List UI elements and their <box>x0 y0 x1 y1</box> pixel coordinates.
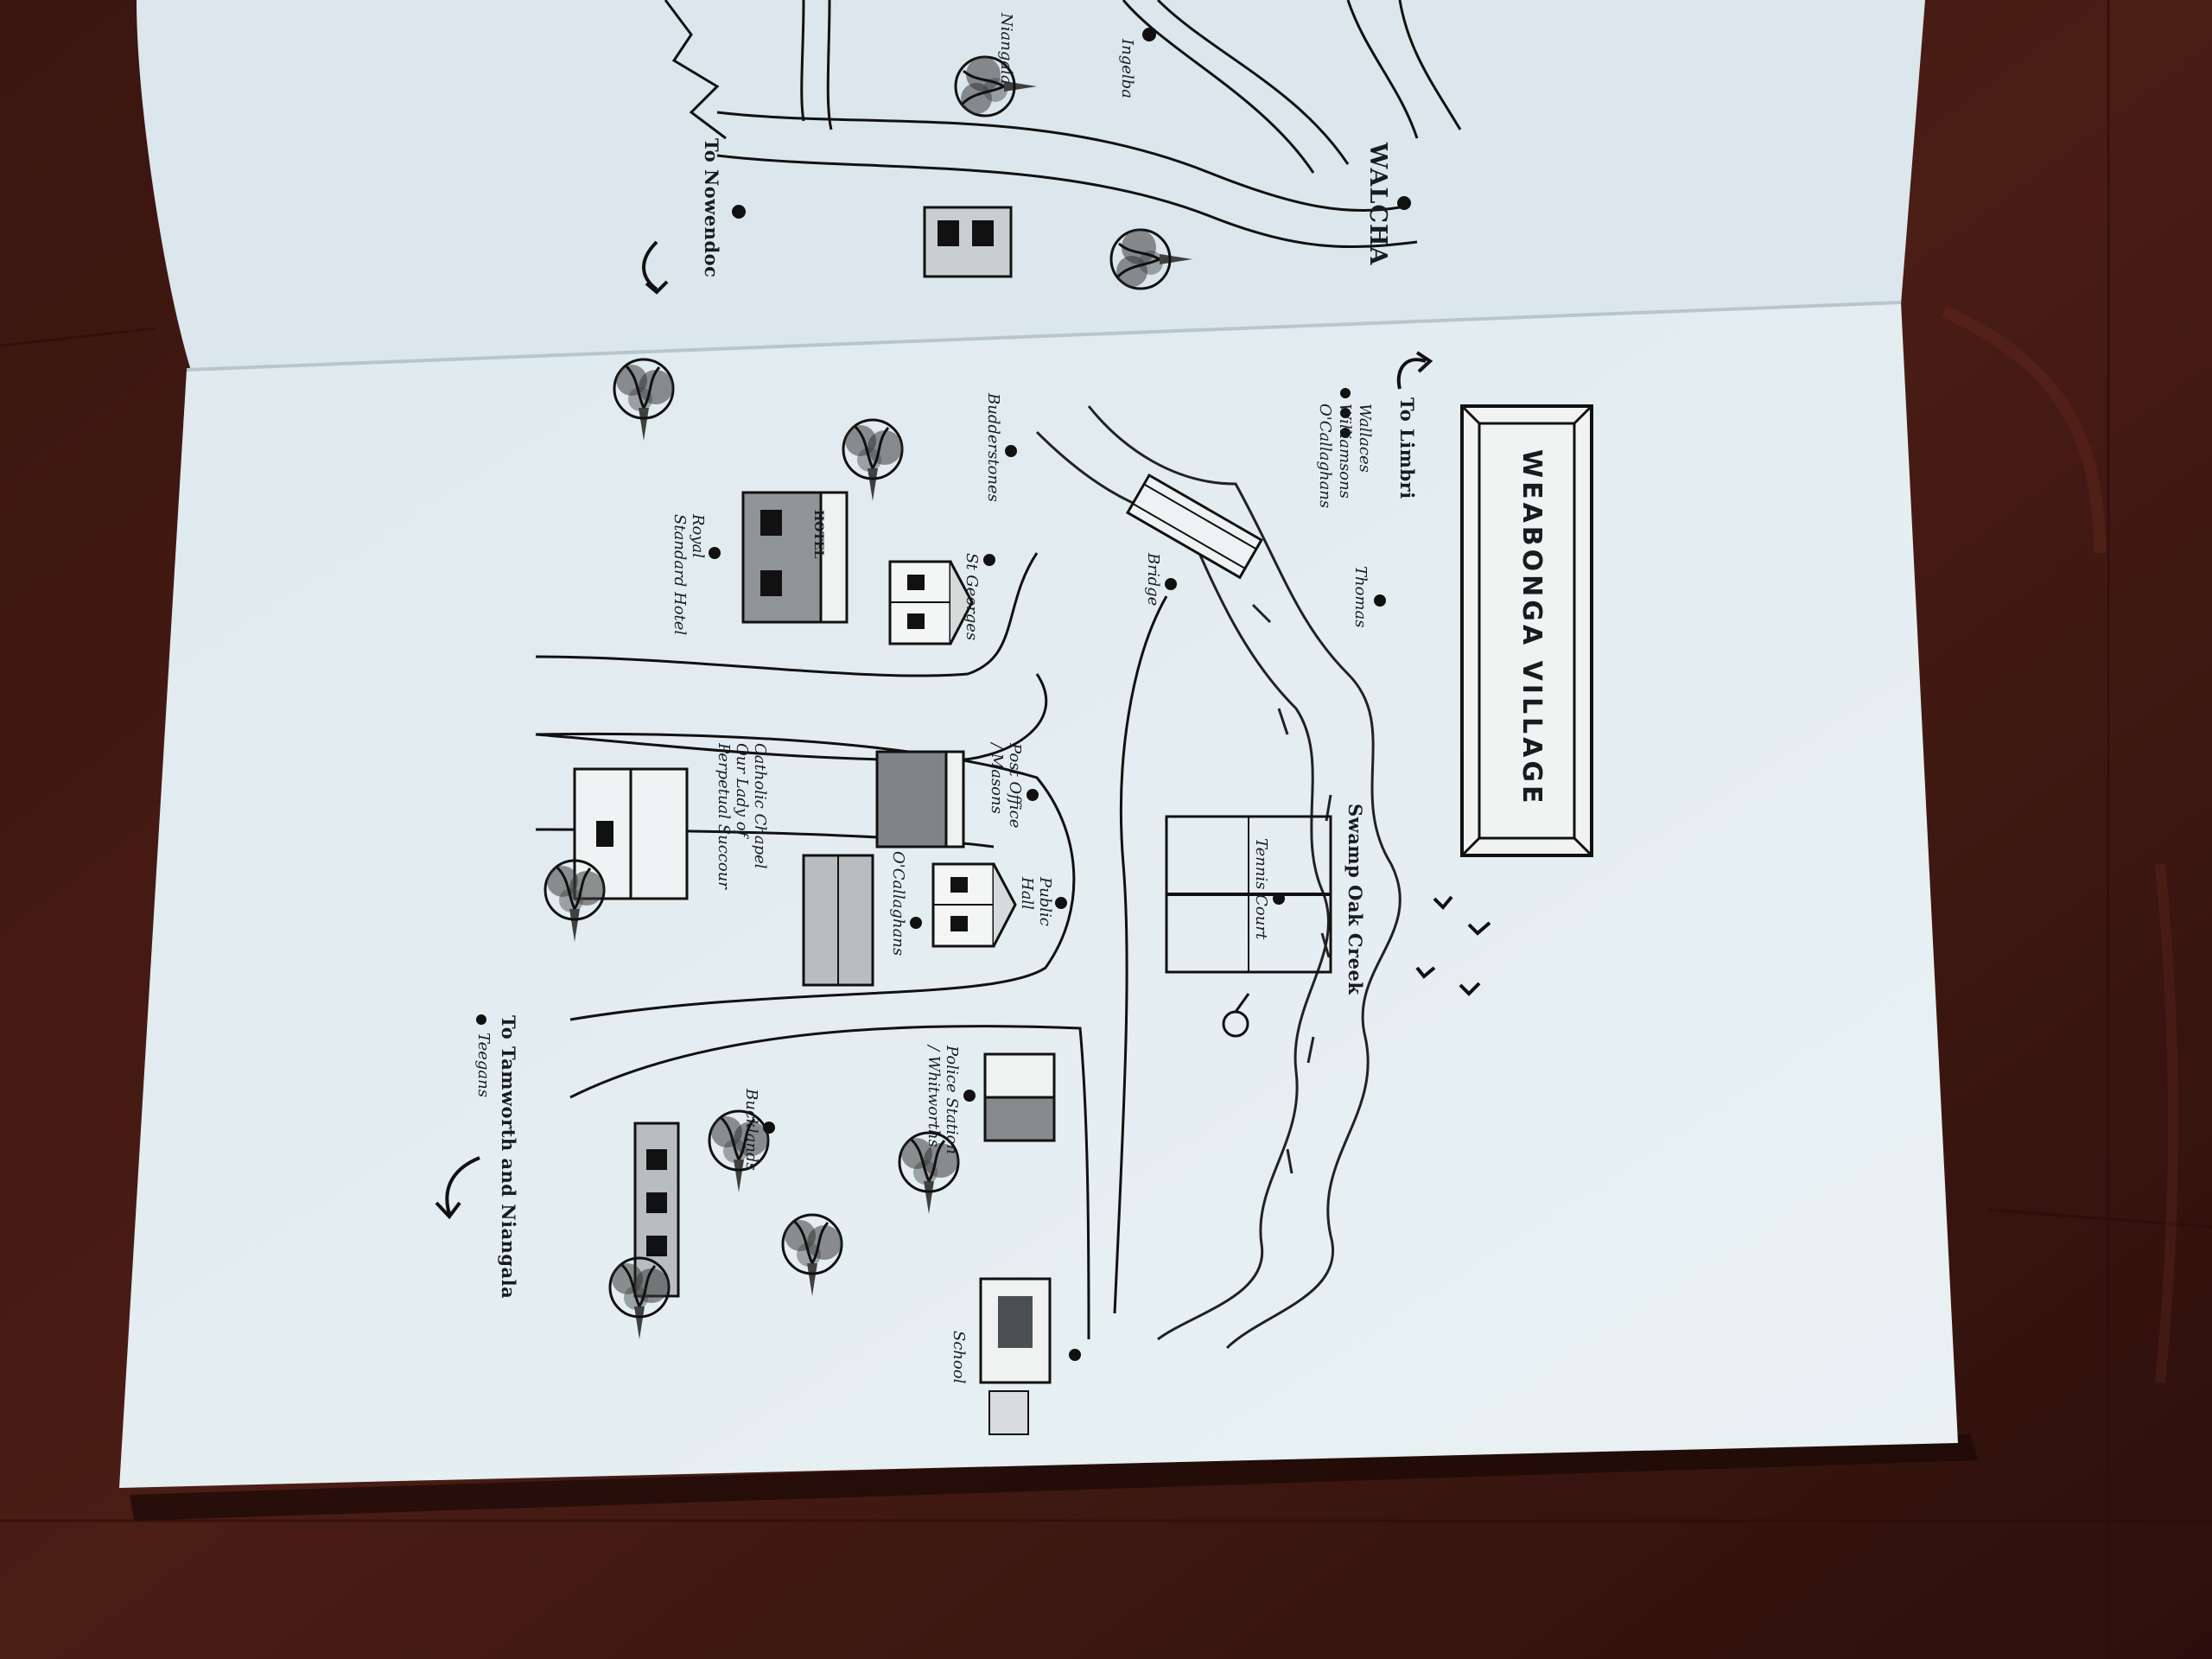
building-hotel <box>741 491 849 624</box>
swamp-oak-creek <box>1035 405 1402 1350</box>
left-page-house <box>923 206 1013 278</box>
building-ocallaghans <box>802 854 874 987</box>
building-school <box>979 1277 1052 1435</box>
label-royal-standard-hotel: Royal Standard Hotel <box>670 514 707 636</box>
road-label-limbri: To Limbri <box>1396 397 1418 499</box>
limbri-stop-3: O'Callaghans <box>1316 404 1334 509</box>
label-ingelba: Ingelba <box>1118 39 1136 99</box>
label-niangala: Niangala <box>997 13 1015 85</box>
label-post-office: Post Office / Masons <box>987 743 1024 829</box>
road-label-tamworth: To Tamworth and Niangala <box>498 1015 519 1300</box>
road-arrows <box>435 351 1433 1220</box>
label-tennis-court: Tennis Court <box>1252 838 1270 940</box>
road-label-nowendoc: To Nowendoc <box>701 138 722 278</box>
label-police-station: Police Station / Whitworths <box>924 1046 961 1154</box>
hotel-sign: HOTEL <box>811 510 825 559</box>
label-bucklands: Bucklands <box>742 1089 760 1171</box>
roads <box>535 552 1168 1340</box>
label-walcha: WALCHA <box>1364 143 1391 266</box>
tamworth-stop-1: Teegans <box>474 1033 493 1097</box>
label-thomas: Thomas <box>1351 566 1370 628</box>
title-sign <box>1460 404 1593 857</box>
location-dots <box>476 388 1386 1361</box>
label-budderstones: Budderstones <box>984 393 1002 502</box>
label-bridge: Bridge <box>1144 553 1162 607</box>
label-swamp-oak-creek: Swamp Oak Creek <box>1344 804 1366 995</box>
bridge-drawing <box>1125 473 1263 580</box>
building-post-office <box>875 750 965 849</box>
label-catholic-chapel: Catholic Chapel Our Lady of Perpetual Su… <box>714 743 769 889</box>
label-ocallaghans: O'Callaghans <box>889 851 907 957</box>
limbri-stop-1: Wallaces <box>1356 404 1374 473</box>
label-school: School <box>950 1331 968 1384</box>
limbri-stop-2: Williamsons <box>1336 404 1354 499</box>
label-public-hall: Public Hall <box>1017 877 1054 926</box>
building-police-station <box>983 1052 1056 1142</box>
map-title: WEABONGA VILLAGE <box>1516 449 1547 807</box>
birds <box>1415 895 1491 996</box>
label-st-georges: St Georges <box>963 553 981 641</box>
tennis-court-drawing <box>1165 815 1332 1038</box>
